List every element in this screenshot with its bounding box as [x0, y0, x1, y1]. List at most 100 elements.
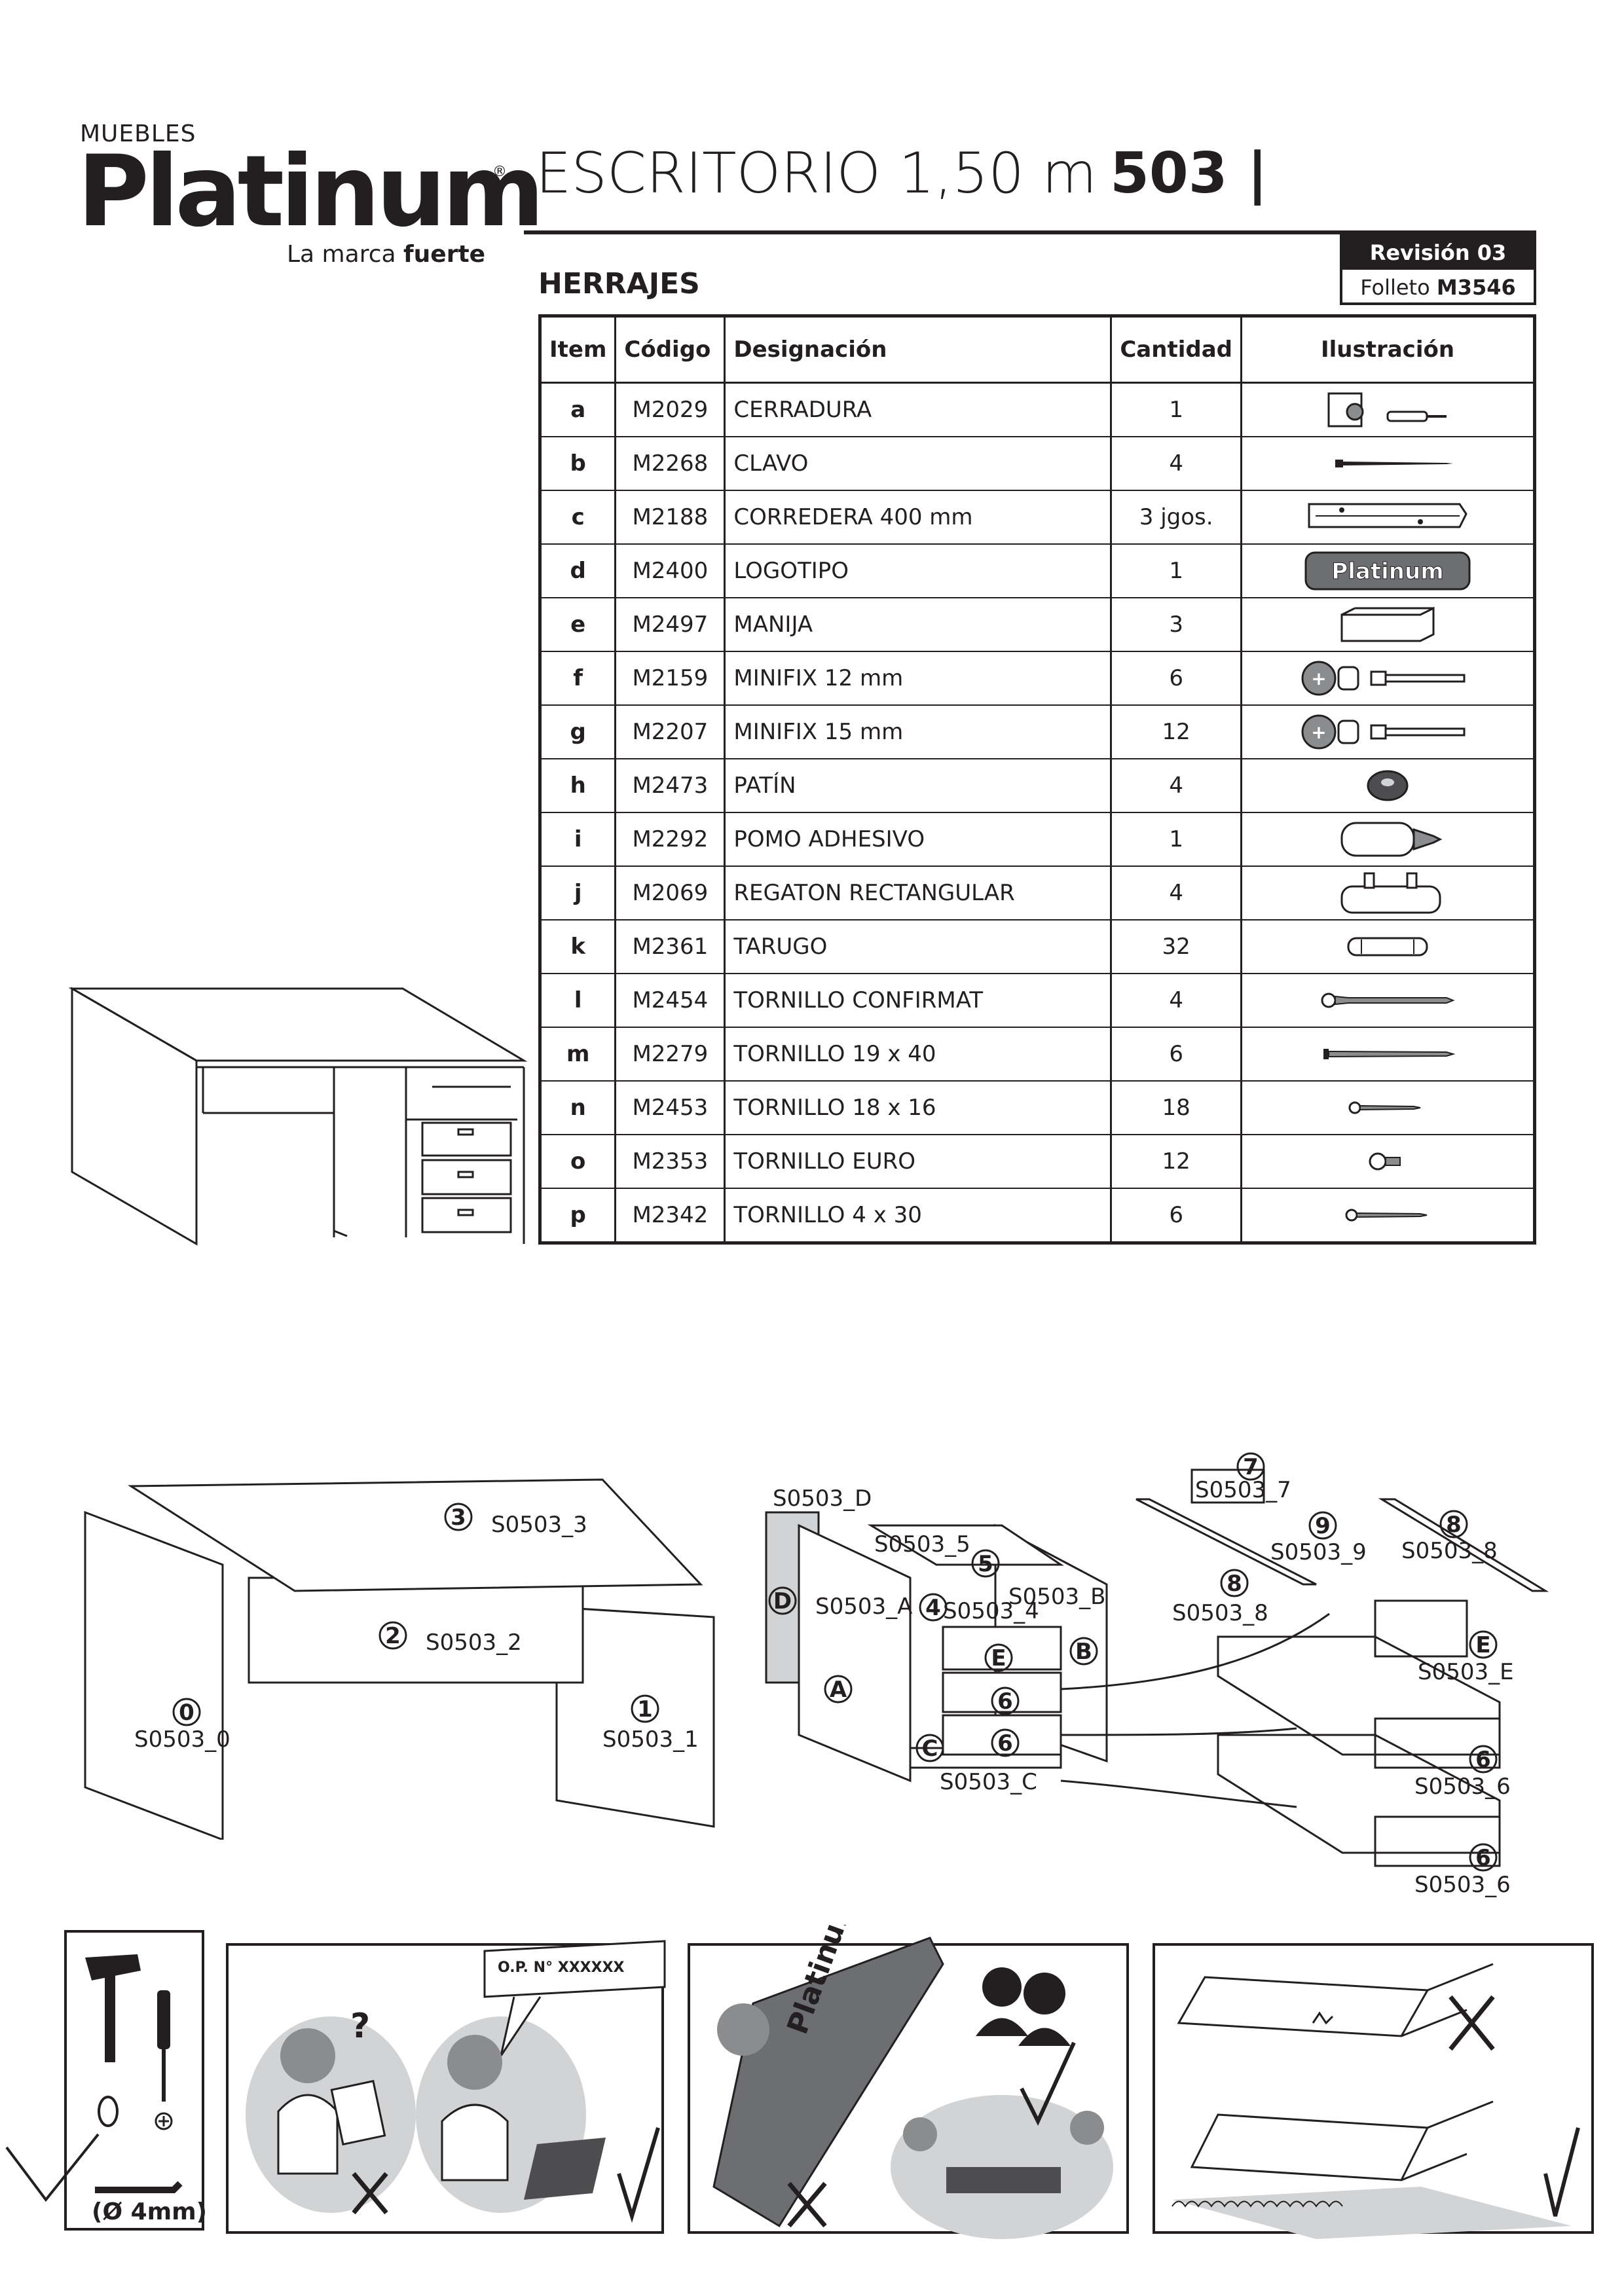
item-cell: f — [540, 651, 617, 706]
protected-board-icon — [1190, 2100, 1494, 2181]
cabinet-exploded-view: S0503_D S0503_5 S0503_A S0503_4 S0503_B … — [765, 1485, 1108, 1795]
single-person-icon — [717, 2003, 769, 2056]
code-cell: M2353 — [615, 1135, 726, 1189]
small-screw-icon — [1241, 1188, 1535, 1244]
section-title: HERRAJES — [538, 267, 700, 301]
part-label-9: S0503_9 — [1270, 1539, 1367, 1565]
num-9: 9 — [1315, 1513, 1331, 1539]
protect-surface-panel — [1153, 1943, 1594, 2239]
part-label-5: S0503_5 — [874, 1531, 970, 1558]
quantity-cell: 12 — [1111, 1135, 1242, 1189]
part-label-0: S0503_0 — [134, 1726, 231, 1753]
quantity-cell: 18 — [1111, 1081, 1242, 1135]
quantity-cell: 6 — [1111, 1027, 1242, 1082]
code-cell: M2029 — [615, 382, 726, 437]
num-8b: 8 — [1227, 1571, 1242, 1597]
brand-tagline: La marca fuerte — [287, 241, 485, 268]
panel-0 — [84, 1510, 224, 1840]
designation-cell: MINIFIX 12 mm — [724, 651, 1113, 706]
panel-2 — [248, 1576, 584, 1684]
wrong-mark-icon-3 — [1449, 1995, 1495, 2051]
num-6b: 6 — [997, 1730, 1013, 1757]
code-cell: M2453 — [615, 1081, 726, 1135]
quantity-cell: 6 — [1111, 651, 1242, 706]
part-num-0: 0 — [179, 1700, 194, 1726]
title-divider — [524, 230, 1536, 234]
part-label-6a: S0503_6 — [1414, 1774, 1511, 1800]
minifix-icon: + — [1241, 651, 1535, 706]
item-cell: a — [540, 382, 617, 437]
tagline-bold: fuerte — [403, 241, 486, 268]
designation-cell: MINIFIX 15 mm — [724, 705, 1113, 759]
long-screw-icon — [1241, 1027, 1535, 1082]
wrong-mark-icon — [352, 2172, 388, 2215]
nail-icon — [1241, 437, 1535, 491]
registered-mark: ® — [492, 164, 507, 180]
part-label-a: S0503_A — [815, 1594, 912, 1620]
item-cell: k — [540, 920, 617, 974]
quantity-cell: 1 — [1111, 812, 1242, 867]
quantity-cell: 3 jgos. — [1111, 490, 1242, 545]
hardware-table: Item Código Designación Cantidad Ilustra… — [538, 314, 1536, 1245]
two-person-carry-panel: Platinum — [688, 1925, 1129, 2239]
cardboard-icon — [1172, 2200, 1343, 2208]
damaged-board-icon — [1177, 1963, 1494, 2037]
brand-logo: Platinum — [77, 135, 545, 249]
designation-cell: POMO ADHESIVO — [724, 812, 1113, 867]
wrong-mark-icon-2 — [787, 2181, 827, 2228]
part-label-b: S0503_B — [1008, 1584, 1105, 1610]
code-cell: M2292 — [615, 812, 726, 867]
item-cell: o — [540, 1135, 617, 1189]
allen-key-icon — [95, 2181, 183, 2193]
part-label-4: S0503_4 — [943, 1598, 1039, 1624]
brand-top-text: MUEBLES — [80, 120, 196, 147]
code-cell: M2159 — [615, 651, 726, 706]
quantity-cell: 12 — [1111, 705, 1242, 759]
svg-text:+: + — [1311, 668, 1326, 689]
code-cell: M2497 — [615, 598, 726, 652]
designation-cell: CLAVO — [724, 437, 1113, 491]
designation-cell: MANIJA — [724, 598, 1113, 652]
part-label-8a: S0503_8 — [1401, 1538, 1498, 1564]
num-6a: 6 — [997, 1688, 1013, 1715]
designation-cell: REGATON RECTANGULAR — [724, 866, 1113, 920]
designation-cell: TORNILLO CONFIRMAT — [724, 974, 1113, 1028]
revision-box: Revisión 03 Folleto M3546 — [1340, 233, 1536, 305]
handle-icon — [1241, 598, 1535, 652]
quantity-cell: 4 — [1111, 437, 1242, 491]
item-cell: n — [540, 1081, 617, 1135]
panel-a — [798, 1523, 912, 1783]
two-people-icon — [976, 1967, 1071, 2046]
product-title: ESCRITORIO 1,50 m — [536, 141, 1098, 206]
item-cell: h — [540, 759, 617, 813]
designation-cell: CORREDERA 400 mm — [724, 490, 1113, 545]
product-model: 503 | — [1110, 141, 1268, 206]
item-cell: c — [540, 490, 617, 545]
item-cell: j — [540, 866, 617, 920]
quantity-cell: 6 — [1111, 1188, 1242, 1244]
glide-icon — [1241, 759, 1535, 813]
num-5: 5 — [978, 1551, 993, 1577]
quantity-cell: 4 — [1111, 974, 1242, 1028]
euro-screw-icon — [1241, 1135, 1535, 1189]
num-6d: 6 — [1475, 1845, 1491, 1871]
designation-cell: TORNILLO 18 x 16 — [724, 1081, 1113, 1135]
panel-5 — [867, 1524, 1064, 1566]
part-num-3: 3 — [451, 1504, 466, 1531]
letter-e: E — [991, 1645, 1006, 1671]
code-cell: M2279 — [615, 1027, 726, 1082]
designation-cell: CERRADURA — [724, 382, 1113, 437]
designation-cell: TARUGO — [724, 920, 1113, 974]
header-designation: Designación — [724, 316, 1113, 384]
badge-text: Platinum — [1331, 558, 1443, 585]
